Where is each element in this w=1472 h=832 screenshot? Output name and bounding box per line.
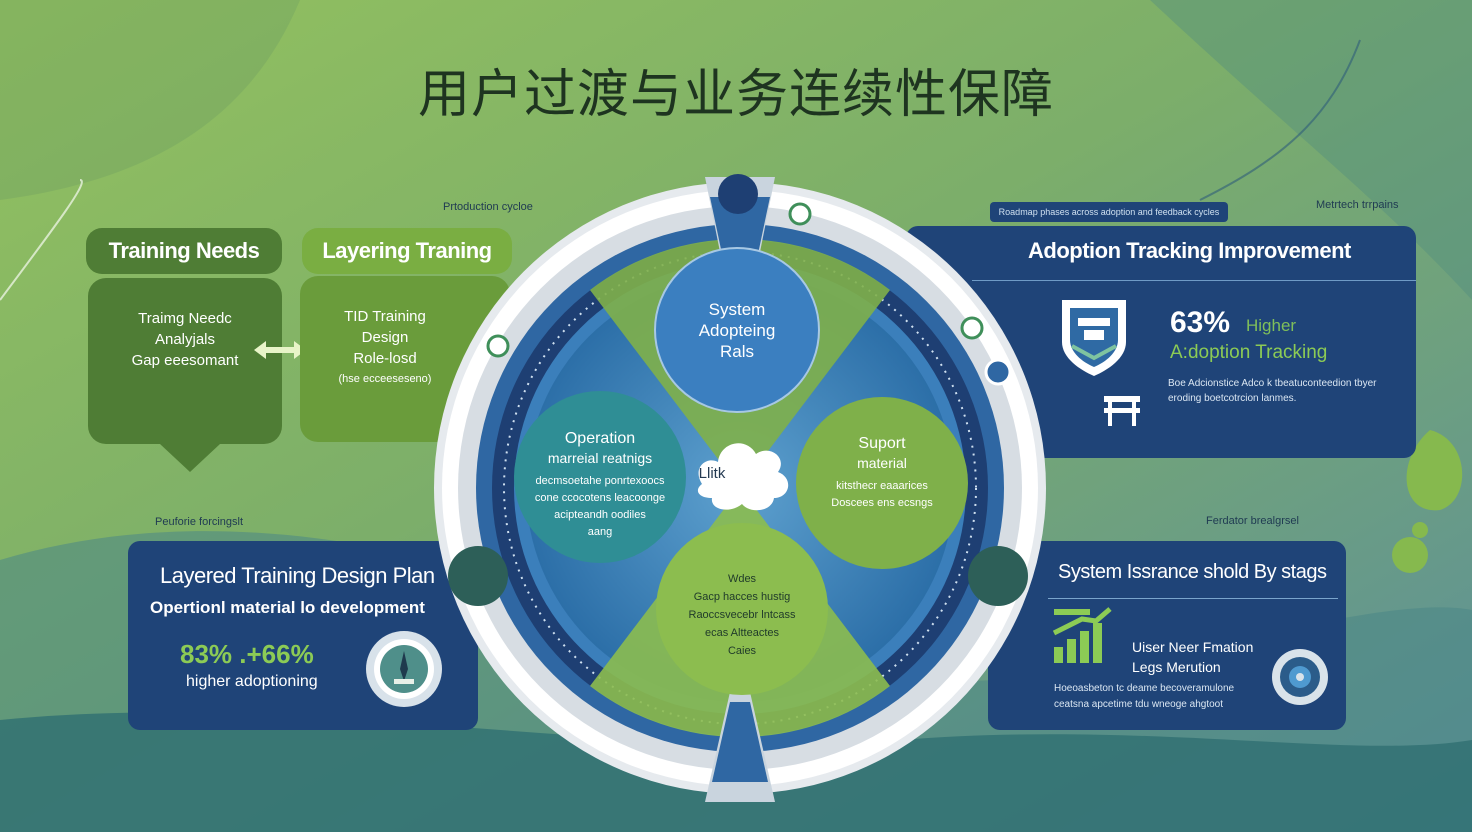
wheel-left-body-2: cone ccocotens leacoonge bbox=[534, 492, 666, 504]
wheel-right-title-2: material bbox=[857, 455, 907, 471]
wheel-right-title-1: Suport bbox=[858, 435, 906, 452]
training-needs-title: Training Needs bbox=[108, 238, 260, 263]
adoption-percent-label: Higher bbox=[1246, 316, 1297, 335]
caption-mid-left: Peuforie forcingslt bbox=[155, 516, 244, 528]
wheel-left-title-1: Operation bbox=[564, 430, 636, 447]
wheel-left-circle: Operation marreial reatnigs decmsoetahe … bbox=[516, 429, 684, 541]
wheel-left-title-2: marreial reatnigs bbox=[547, 450, 653, 466]
wheel-top-circle: System Adopteing Rals bbox=[660, 299, 814, 362]
growth-chart-icon bbox=[1052, 607, 1112, 663]
caption-top-right: Metrtech trrpains bbox=[1316, 199, 1399, 211]
double-arrow-icon bbox=[254, 341, 306, 359]
layering-training-line-3: Role-losd bbox=[353, 350, 417, 367]
central-wheel bbox=[434, 174, 1046, 802]
wheel-top-line-1: System bbox=[708, 300, 766, 319]
wheel-bottom-line-3: Raoccsvecebr lntcass bbox=[688, 609, 796, 621]
banner-text: Roadmap phases across adoption and feedb… bbox=[998, 207, 1220, 217]
shield-icon bbox=[1062, 300, 1126, 376]
bench-icon bbox=[1104, 396, 1140, 426]
wheel-bottom-circle: Wdes Gacp hacces hustig Raoccsvecebr lnt… bbox=[662, 570, 822, 660]
wheel-left-body-3: acipteandh oodiles bbox=[554, 509, 646, 521]
wheel-left-body-1: decmsoetahe ponrtexoocs bbox=[535, 475, 665, 487]
adoption-desc-1: Boe Adcionstice Adco k tbeatuconteedion … bbox=[1168, 378, 1377, 389]
wheel-right-circle: Suport material kitsthecr eaaarices Dosc… bbox=[800, 434, 964, 512]
layered-subtitle: Opertionl material lo development bbox=[150, 598, 425, 617]
wheel-top-line-3: Rals bbox=[719, 342, 754, 361]
wheel-left-body-4: aang bbox=[587, 526, 613, 538]
top-right-banner: Roadmap phases across adoption and feedb… bbox=[990, 202, 1228, 222]
adoption-divider bbox=[972, 280, 1416, 281]
caption-mid-right: Ferdator brealgrsel bbox=[1206, 515, 1299, 527]
training-needs-line-3: Gap eeesomant bbox=[131, 352, 239, 369]
adoption-title: Adoption Tracking Improvement bbox=[1028, 238, 1351, 263]
adoption-desc-2: eroding boetcotrcion lanmes. bbox=[1168, 393, 1297, 404]
assurance-desc-2: ceatsna apcetime tdu wneoge ahgtoot bbox=[1054, 699, 1224, 710]
assurance-divider bbox=[1048, 598, 1338, 599]
wheel-right-body-2: Doscees ens ecsngs bbox=[831, 497, 933, 509]
layering-training-tab: Layering Traning bbox=[302, 228, 512, 274]
wheel-bottom-line-2: Gacp hacces hustig bbox=[693, 591, 791, 603]
assurance-title: System Issrance shold By stags bbox=[1058, 561, 1327, 583]
target-icon bbox=[366, 631, 442, 707]
wheel-bottom-line-4: ecas Altteactes bbox=[705, 627, 779, 639]
caption-top-center: Prtoduction cycloe bbox=[443, 201, 533, 213]
training-needs-pointer bbox=[160, 444, 220, 472]
training-needs-card: Traimg Needc Analyjals Gap eeesomant bbox=[88, 278, 282, 444]
wheel-bottom-line-1: Wdes bbox=[727, 573, 757, 585]
wheel-bottom-line-5: Caies bbox=[727, 645, 757, 657]
layering-training-line-1: TID Training bbox=[344, 308, 426, 325]
page-title: 用户过渡与业务连续性保障 bbox=[417, 65, 1054, 125]
layering-training-title: Layering Traning bbox=[322, 238, 492, 263]
layered-title: Layered Training Design Plan bbox=[160, 563, 435, 588]
layered-panel: Layered Training Design Plan Opertionl m… bbox=[128, 541, 478, 730]
wheel-center-label: Llitk bbox=[698, 465, 726, 482]
adoption-percent: 63% bbox=[1170, 306, 1231, 339]
layering-training-line-2: Design bbox=[361, 329, 409, 346]
layered-stats: 83% .+66% bbox=[180, 639, 314, 669]
assurance-desc-1: Hoeoasbeton tc deame becoveramulone bbox=[1054, 683, 1235, 694]
assurance-line-2: Legs Merution bbox=[1132, 659, 1221, 675]
training-needs-line-2: Analyjals bbox=[154, 331, 216, 348]
layered-stats-label: higher adoptioning bbox=[186, 673, 318, 690]
wheel-top-line-2: Adopteing bbox=[698, 321, 776, 340]
globe-icon bbox=[1272, 649, 1328, 705]
training-needs-line-1: Traimg Needc bbox=[138, 310, 232, 327]
training-needs-tab: Training Needs bbox=[86, 228, 282, 274]
layering-training-line-4: (hse ecceeseseno) bbox=[338, 373, 432, 385]
assurance-line-1: Uiser Neer Fmation bbox=[1132, 639, 1254, 655]
wheel-right-body-1: kitsthecr eaaarices bbox=[836, 480, 928, 492]
adoption-subtitle: A:doption Tracking bbox=[1170, 342, 1328, 363]
assurance-panel: System Issrance shold By stags Uiser Nee… bbox=[988, 541, 1346, 730]
